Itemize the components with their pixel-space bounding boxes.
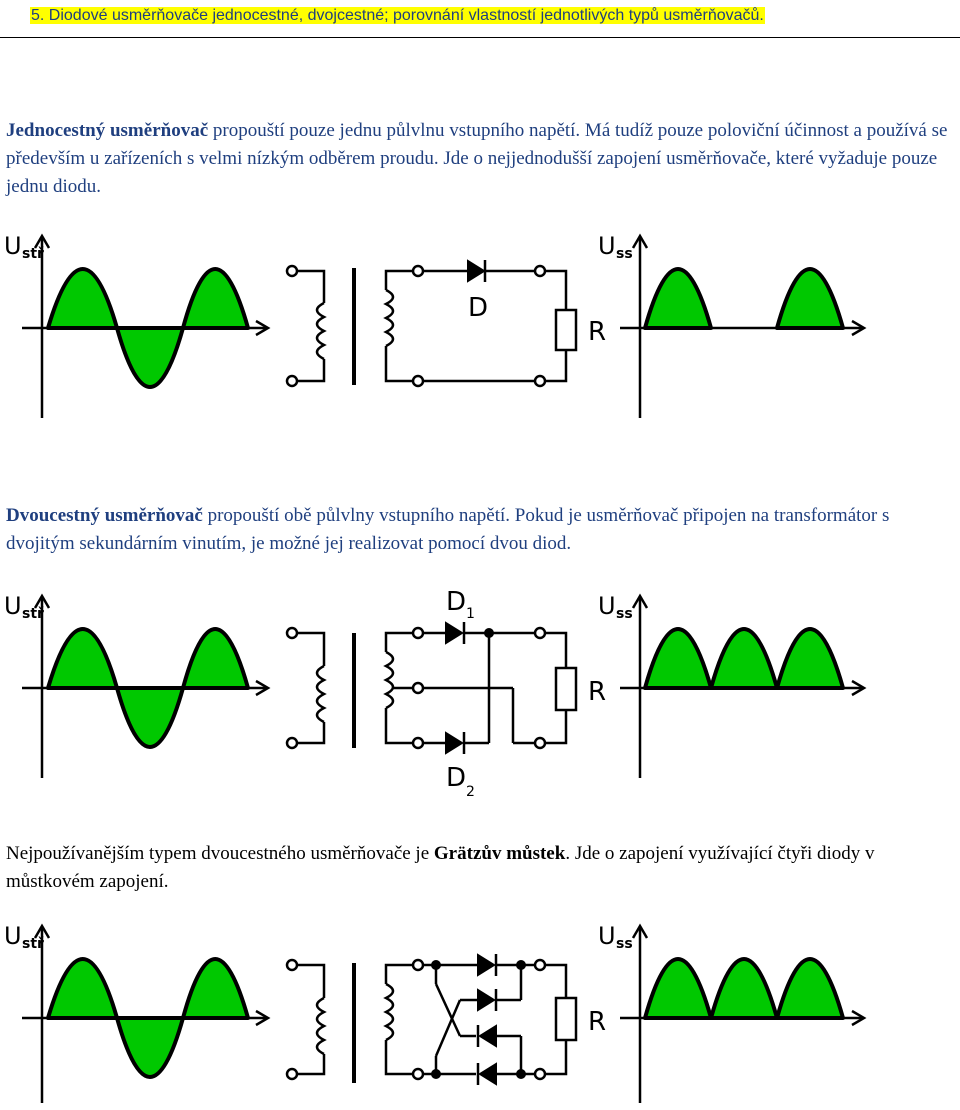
diode-label: D [468,293,488,323]
paragraph-bridge: Nejpoužívanějším typem dvoucestného usmě… [6,840,956,896]
output-voltage-subscript: ss [616,246,633,262]
paragraph-bridge-post: . Jde o zapojení využívající čtyři diody… [6,843,875,892]
input-voltage-subscript: stř [22,246,44,262]
diode-1-label: D [446,587,466,617]
output-waveform: U ss [598,922,867,1103]
input-voltage-subscript: stř [22,606,44,622]
resistor-label: R [588,1007,606,1037]
output-waveform: U ss [598,232,867,418]
output-voltage-label: U [598,592,616,620]
diode-2-subscript: 2 [466,784,475,800]
input-waveform: U stř [4,922,271,1103]
input-voltage-label: U [4,922,22,950]
diode-1-subscript: 1 [466,606,475,622]
figure-half-wave: U stř D R U ss [4,232,867,418]
paragraph-full-wave: Dvoucestný usměrňovač propouští obě půlv… [6,502,956,558]
output-voltage-label: U [598,922,616,950]
circuit-bridge: R [285,953,606,1086]
term-bridge: Grätzův můstek [433,843,566,864]
output-voltage-label: U [598,232,616,260]
heading-number: 5. [31,7,45,24]
heading-text: Diodové usměrňovače jednocestné, dvojces… [48,7,764,24]
diode-2-label: D [446,763,466,793]
input-waveform: U stř [4,232,271,418]
section-heading: 5. Diodové usměrňovače jednocestné, dvoj… [30,7,765,25]
heading-highlight: 5. Diodové usměrňovače jednocestné, dvoj… [30,7,765,24]
paragraph-half-wave-text: propouští pouze jednu půlvlnu vstupního … [6,120,948,197]
input-voltage-label: U [4,232,22,260]
paragraph-bridge-pre: Nejpoužívanějším typem dvoucestného usmě… [6,843,434,864]
resistor-label: R [588,317,606,347]
figure-bridge: U stř [4,922,867,1103]
output-waveform: U ss [598,592,867,778]
output-voltage-subscript: ss [616,936,633,952]
output-voltage-subscript: ss [616,606,633,622]
term-half-wave: Jednocestný usměrňovač [6,120,209,141]
paragraph-full-wave-text: propouští obě půlvlny vstupního napětí. … [6,505,890,554]
resistor-label: R [588,677,606,707]
circuit-full-wave: D 1 D 2 R [285,587,606,800]
figure-full-wave: U stř D 1 D 2 R [4,587,867,800]
input-waveform: U stř [4,592,271,778]
circuit-half-wave: D R [285,259,606,388]
term-full-wave: Dvoucestný usměrňovač [6,505,203,526]
input-voltage-subscript: stř [22,936,44,952]
heading-rule [0,37,960,38]
input-voltage-label: U [4,592,22,620]
paragraph-half-wave: Jednocestný usměrňovač propouští pouze j… [6,117,956,201]
